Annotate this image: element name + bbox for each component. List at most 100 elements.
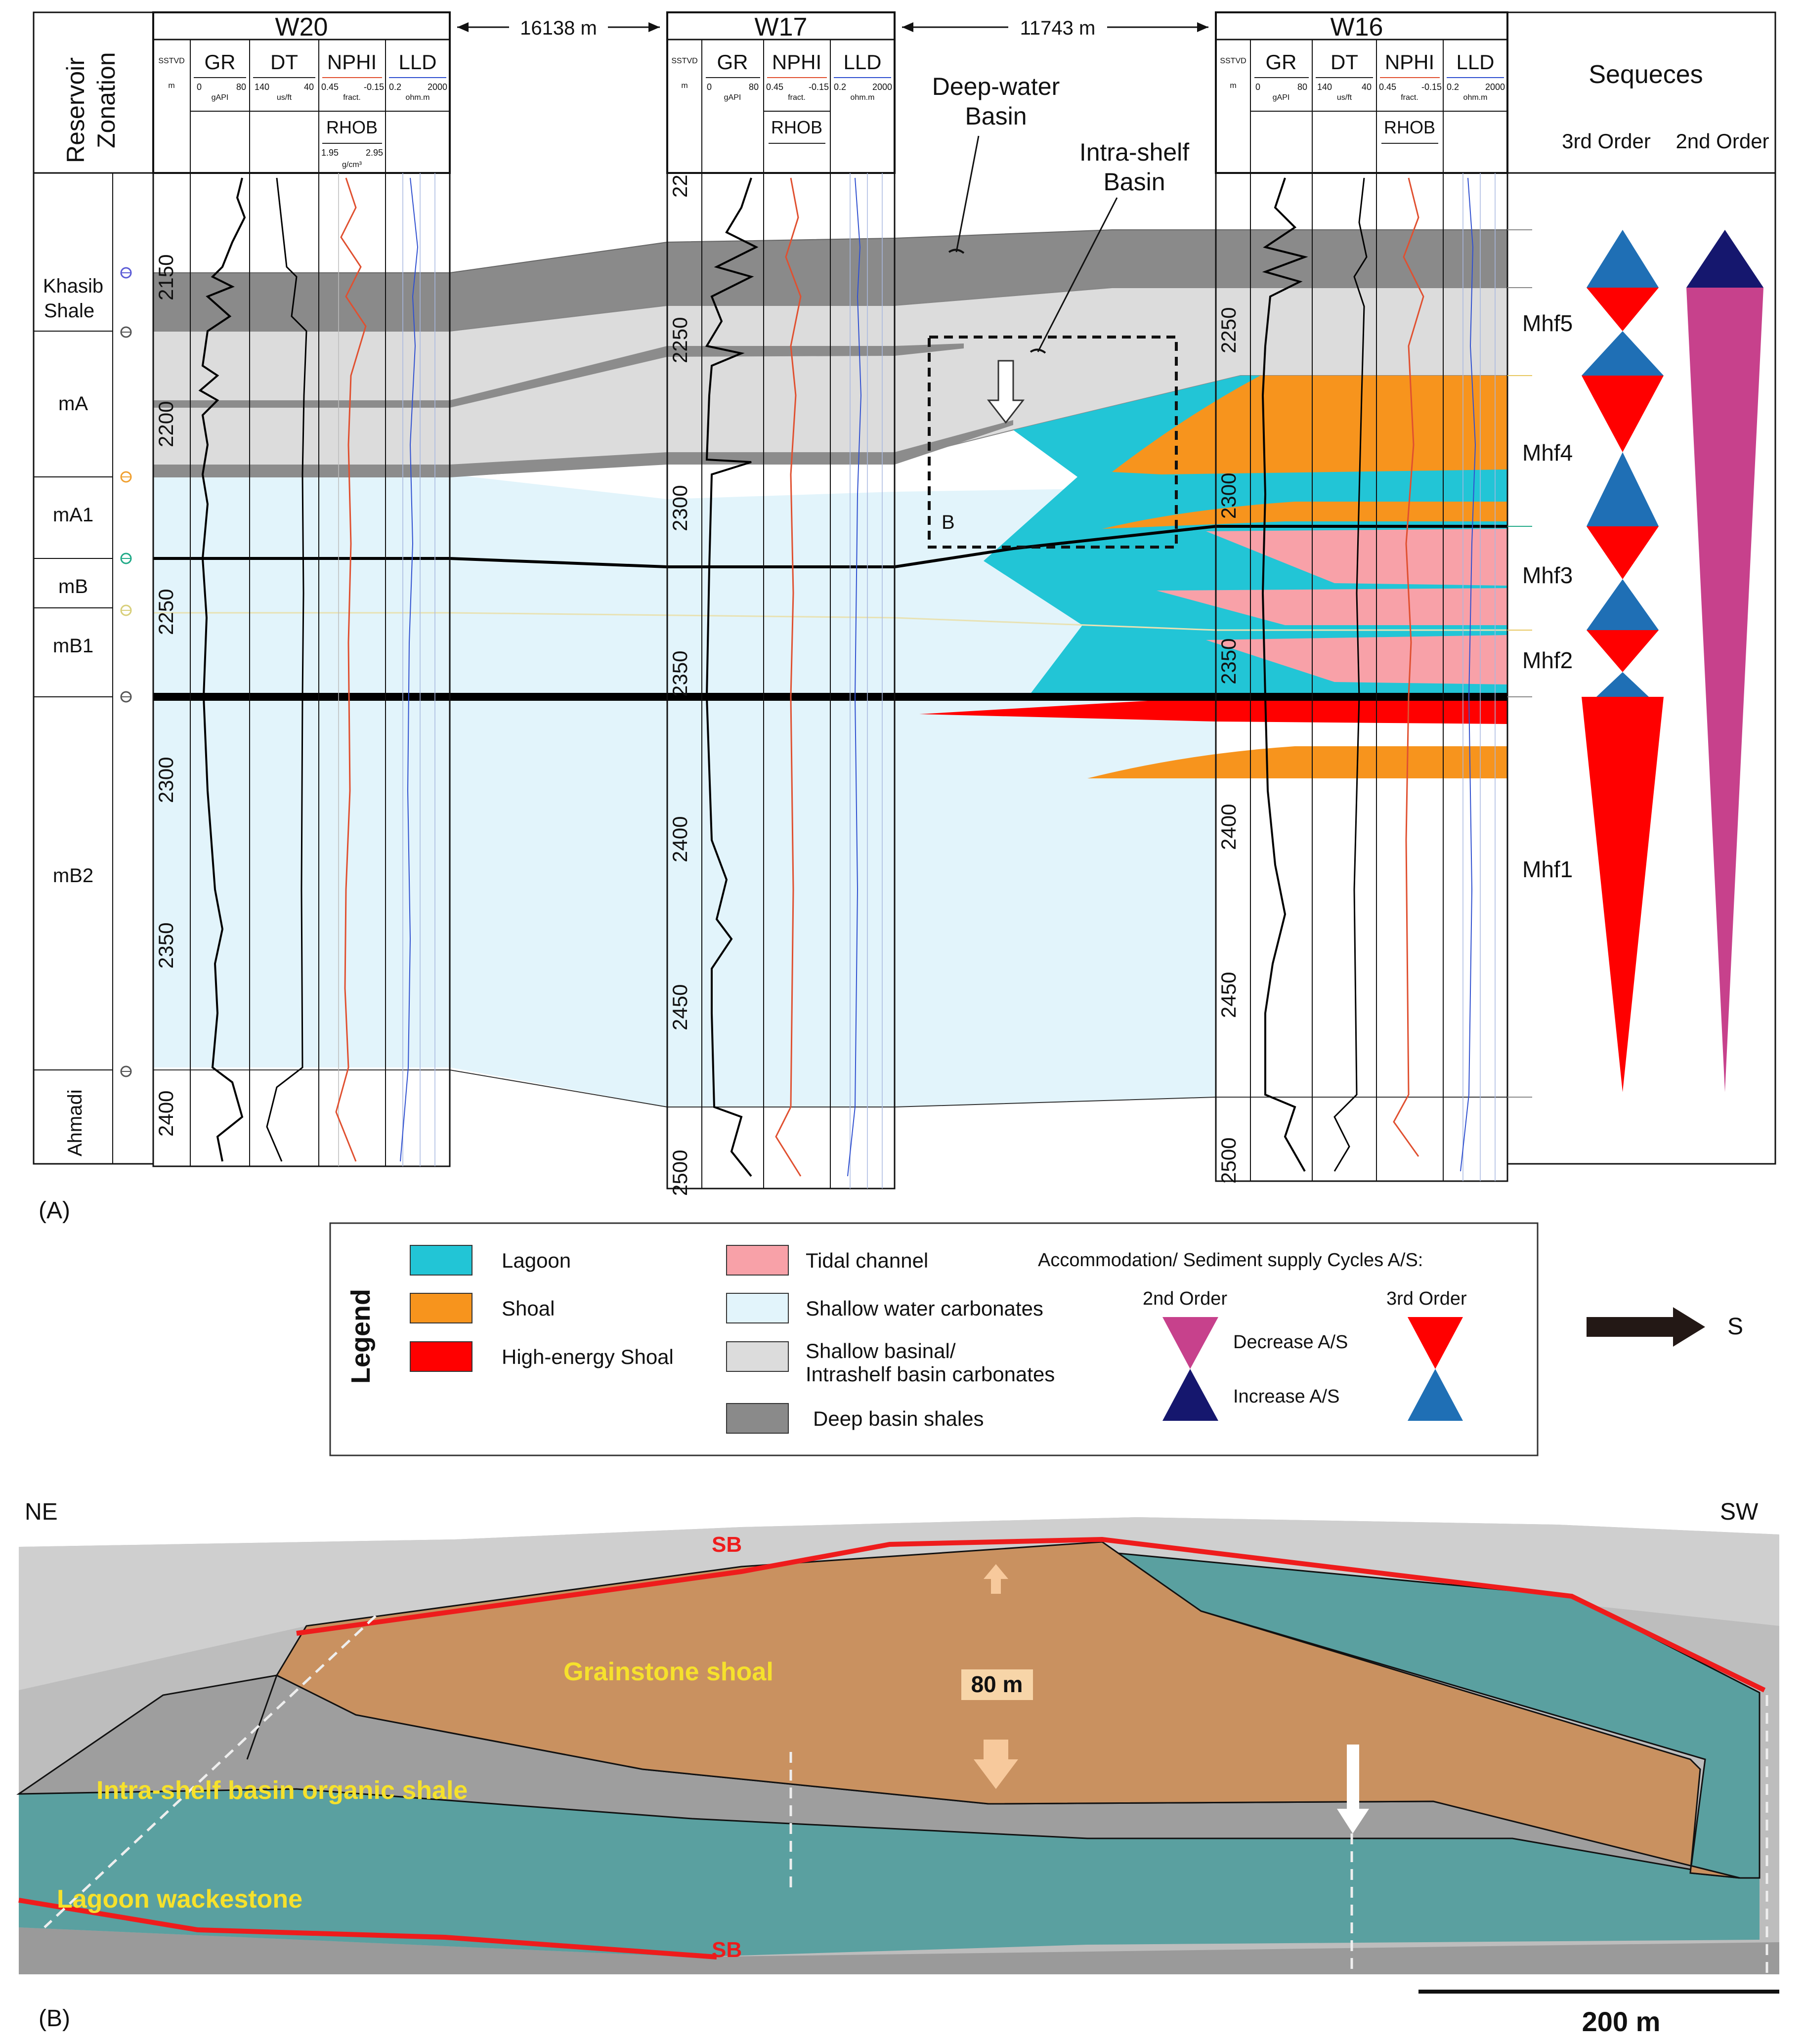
- svg-text:2350: 2350: [154, 923, 177, 969]
- svg-text:fract.: fract.: [788, 93, 806, 102]
- cycle-red-5: [1582, 697, 1664, 1092]
- deep-water-leader-head: [948, 249, 965, 254]
- well-w16: W16 SSTVD m GR DT NPHI LLD 0 80 gAPI 140…: [1215, 11, 1508, 1184]
- legend-increase: Increase A/S: [1233, 1386, 1339, 1407]
- legend-deep-basin: Deep basin shales: [813, 1407, 984, 1430]
- sequences-column: Sequeces 3rd Order 2nd Order Mhf5 Mhf4 M…: [1506, 11, 1776, 1165]
- svg-text:2.95: 2.95: [366, 148, 383, 158]
- legend-high-energy-shoal: High-energy Shoal: [502, 1345, 674, 1368]
- sb-lower-line: [18, 1898, 717, 1959]
- svg-text:0.45: 0.45: [321, 82, 339, 92]
- well-w16-name: W16: [1331, 13, 1383, 42]
- w20-lld-curve: [400, 177, 419, 1162]
- zone-mb1: mB1: [53, 635, 93, 657]
- dashed-line-4: [43, 1615, 377, 1928]
- zone-ma1: mA1: [53, 504, 93, 526]
- cycle-blue-5: [1596, 672, 1649, 697]
- direction-label: S: [1727, 1314, 1743, 1340]
- lagoon-label: Lagoon wackestone: [57, 1885, 302, 1914]
- well-w20-name: W20: [275, 13, 328, 42]
- svg-text:22: 22: [668, 174, 691, 198]
- seq-mhf3: Mhf3: [1522, 562, 1573, 588]
- svg-text:m: m: [1230, 82, 1236, 90]
- thickness-down-arrow: [974, 1740, 1018, 1789]
- direction-arrow-shape: [1587, 1307, 1705, 1347]
- w20-track-dt: DT: [270, 50, 298, 74]
- dashed-box-b: [928, 336, 1178, 549]
- intra-shelf-leader: [1037, 197, 1118, 352]
- svg-text:2250: 2250: [668, 317, 691, 363]
- svg-text:2250: 2250: [154, 589, 177, 635]
- svg-text:gAPI: gAPI: [212, 93, 229, 102]
- deep-water-leader: [955, 135, 980, 253]
- legend: Legend Lagoon Shoal High-energy Shoal Ti…: [329, 1222, 1539, 1456]
- svg-text:40: 40: [304, 82, 314, 92]
- intrashelf-grey-layer-1: [153, 343, 964, 408]
- svg-text:-0.15: -0.15: [1421, 82, 1442, 92]
- cycle-blue-1: [1587, 230, 1659, 288]
- legend-title: Legend: [346, 1289, 376, 1384]
- svg-text:2250: 2250: [1217, 307, 1240, 353]
- w17-track-gr: GR: [717, 50, 748, 74]
- svg-text:80: 80: [749, 82, 759, 92]
- legend-3rd-increase: [1408, 1369, 1463, 1421]
- legend-third-order: 3rd Order: [1386, 1288, 1467, 1309]
- lagoon-wackestone-unit: [19, 1789, 1760, 1957]
- svg-text:m: m: [681, 82, 687, 90]
- svg-text:40: 40: [1362, 82, 1372, 92]
- svg-text:0: 0: [197, 82, 202, 92]
- zonation-column: Reservoir Zonation Khasib Shale mA mA1 m…: [33, 11, 154, 1165]
- w20-track-nphi: NPHI: [327, 50, 377, 74]
- w20-track-lld: LLD: [398, 50, 436, 74]
- svg-text:0.2: 0.2: [1447, 82, 1459, 92]
- w16-dt-curve: [1333, 177, 1368, 1172]
- svg-text:ohm.m: ohm.m: [851, 93, 875, 102]
- svg-text:gAPI: gAPI: [724, 93, 741, 102]
- svg-text:2000: 2000: [428, 82, 447, 92]
- legend-tidal-channel: Tidal channel: [806, 1249, 928, 1272]
- svg-text:ohm.m: ohm.m: [406, 93, 430, 102]
- svg-text:-0.15: -0.15: [364, 82, 384, 92]
- grainstone-label: Grainstone shoal: [563, 1658, 773, 1686]
- w20-gr-curve: [198, 177, 246, 1162]
- seq-mhf4: Mhf4: [1522, 440, 1573, 466]
- panel-b-label: (B): [39, 2005, 70, 2032]
- w16-nphi-curve: [1393, 177, 1424, 1157]
- legend-shoal: Shoal: [502, 1297, 555, 1320]
- sw-label: SW: [1720, 1499, 1759, 1525]
- tidal-channel-3: [1206, 635, 1507, 684]
- legend-3rd-decrease: [1408, 1317, 1463, 1369]
- svg-text:0.45: 0.45: [766, 82, 783, 92]
- well-w20: W20 SSTVD m GR DT NPHI LLD 0 80 gAPI 140…: [152, 11, 451, 1167]
- panel-b: NE SW 80 m SB SB Grainstone shoal Intra-…: [16, 1499, 1779, 2037]
- legend-decrease: Decrease A/S: [1233, 1332, 1348, 1353]
- svg-text:2500: 2500: [668, 1150, 691, 1196]
- third-order-label: 3rd Order: [1562, 129, 1651, 153]
- svg-text:2450: 2450: [668, 984, 691, 1030]
- svg-text:2450: 2450: [1217, 972, 1240, 1018]
- svg-text:SSTVD: SSTVD: [1220, 57, 1246, 65]
- spacing-w17-w16: 11743 m: [1020, 17, 1096, 39]
- scale-label: 200 m: [1582, 2006, 1661, 2037]
- svg-text:gAPI: gAPI: [1273, 93, 1290, 102]
- sb-upper-line: [296, 1536, 1766, 1693]
- zone-mb2: mB2: [53, 865, 93, 887]
- white-down-arrow: [987, 360, 1025, 424]
- cycle-2nd-increase: [1686, 230, 1763, 288]
- w16-track-nphi: NPHI: [1385, 50, 1434, 74]
- svg-text:2150: 2150: [154, 255, 177, 300]
- w17-depth-ticks: 22 2250 2300 2350 2400 2450 2500: [668, 174, 691, 1196]
- w16-lld-curve: [1460, 177, 1476, 1172]
- svg-text:2400: 2400: [668, 816, 691, 862]
- svg-text:fract.: fract.: [343, 93, 361, 102]
- w16-gr-curve: [1261, 177, 1308, 1172]
- legend-2nd-decrease: [1162, 1317, 1218, 1369]
- thickness-box: [961, 1669, 1033, 1700]
- svg-text:80: 80: [1297, 82, 1307, 92]
- legend-cycles-title: Accommodation/ Sediment supply Cycles A/…: [1038, 1250, 1423, 1271]
- shoal-wedge-2: [1102, 502, 1507, 529]
- ne-label: NE: [25, 1499, 58, 1525]
- intra-shale-label: Intra-shelf basin organic shale: [96, 1776, 468, 1805]
- photo-upper-terrain: [19, 1517, 1779, 1690]
- sequences-title: Sequeces: [1589, 60, 1703, 89]
